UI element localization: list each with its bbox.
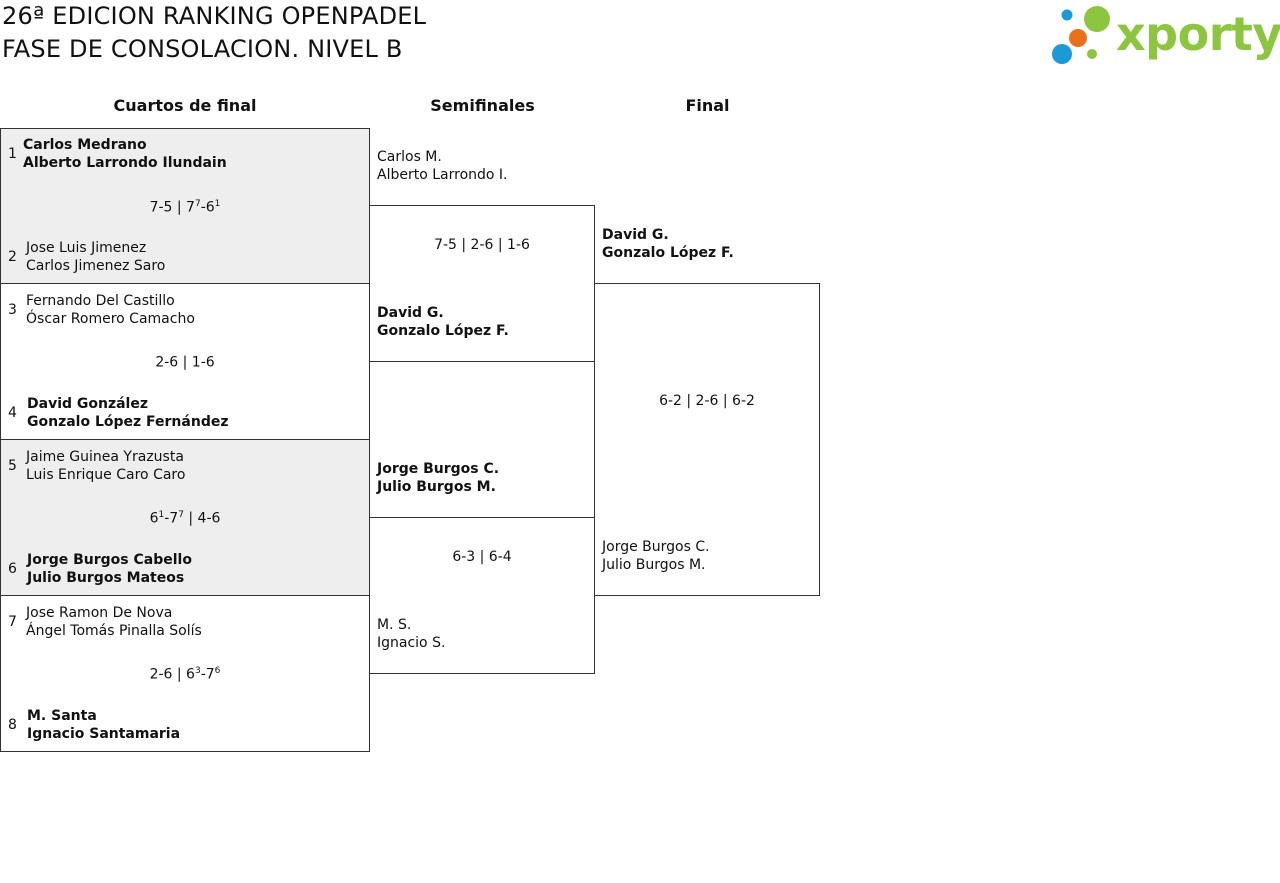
player-name: Jorge Burgos Cabello — [27, 552, 192, 568]
xporty-logo-dots-icon — [1052, 6, 1110, 64]
player-name: Jaime Guinea Yrazusta — [26, 449, 184, 465]
team-entry: Jose Ramon De Nova Ángel Tomás Pinalla S… — [26, 604, 202, 640]
player-name: Julio Burgos M. — [377, 479, 496, 495]
match-score: 6-2 | 2-6 | 6-2 — [659, 393, 755, 409]
player-name: Gonzalo López F. — [377, 323, 509, 339]
semifinal-1-team-a: Carlos M. Alberto Larrondo I. — [377, 148, 507, 184]
player-name: Ángel Tomás Pinalla Solís — [26, 623, 202, 639]
seed-number: 5 — [8, 458, 17, 474]
team-entry: Jorge Burgos Cabello Julio Burgos Mateos — [27, 551, 192, 587]
player-name: Julio Burgos M. — [602, 557, 706, 573]
semifinal-2-team-a: Jorge Burgos C. Julio Burgos M. — [377, 460, 499, 496]
match-score: 7-5 | 2-6 | 1-6 — [434, 237, 530, 253]
seed-number: 1 — [8, 146, 17, 162]
player-name: Ignacio S. — [377, 635, 446, 651]
player-name: Luis Enrique Caro Caro — [26, 467, 186, 483]
player-name: Julio Burgos Mateos — [27, 570, 185, 586]
seed-number: 3 — [8, 302, 17, 318]
quarterfinal-match-3: 5 Jaime Guinea Yrazusta Luis Enrique Car… — [0, 439, 370, 596]
quarterfinal-match-4: 7 Jose Ramon De Nova Ángel Tomás Pinalla… — [0, 595, 370, 752]
player-name: Alberto Larrondo Ilundain — [23, 155, 227, 171]
round-heading-semifinals: Semifinales — [430, 96, 535, 115]
player-name: Carlos Jimenez Saro — [26, 258, 166, 274]
player-name: Gonzalo López Fernández — [27, 414, 229, 430]
player-name: David G. — [602, 227, 669, 243]
quarterfinal-match-2: 3 Fernando Del Castillo Óscar Romero Cam… — [0, 283, 370, 440]
semifinal-1-team-b: David G. Gonzalo López F. — [377, 304, 509, 340]
team-entry: David González Gonzalo López Fernández — [27, 395, 228, 431]
player-name: Jorge Burgos C. — [602, 539, 710, 555]
team-entry: M. Santa Ignacio Santamaria — [27, 707, 180, 743]
semifinal-match-2: 6-3 | 6-4 M. S. Ignacio S. — [369, 517, 595, 674]
player-name: Jorge Burgos C. — [377, 461, 500, 477]
seed-number: 8 — [8, 717, 17, 733]
xporty-logo-text: xporty — [1116, 7, 1280, 61]
player-name: Jose Luis Jimenez — [26, 240, 147, 256]
final-match: 6-2 | 2-6 | 6-2 Jorge Burgos C. Julio Bu… — [594, 283, 820, 596]
player-name: David González — [27, 396, 149, 412]
seed-number: 2 — [8, 249, 17, 265]
player-name: Ignacio Santamaria — [27, 726, 181, 742]
quarterfinal-match-1: 1 Carlos Medrano Alberto Larrondo Ilunda… — [0, 128, 370, 284]
player-name: M. S. — [377, 617, 412, 633]
seed-number: 7 — [8, 614, 17, 630]
team-entry: Jaime Guinea Yrazusta Luis Enrique Caro … — [26, 448, 185, 484]
xporty-logo: xporty — [1052, 4, 1280, 66]
final-team-a: David G. Gonzalo López F. — [602, 226, 734, 262]
match-score: 61-77 | 4-6 — [149, 510, 221, 527]
page-title-line-1: 26ª EDICION RANKING OPENPADEL — [2, 2, 427, 30]
semifinal-match-1: 7-5 | 2-6 | 1-6 David G. Gonzalo López F… — [369, 205, 595, 362]
match-score: 2-6 | 1-6 — [155, 354, 215, 371]
player-name: Óscar Romero Camacho — [26, 311, 195, 327]
player-name: Alberto Larrondo I. — [377, 167, 508, 183]
player-name: Carlos Medrano — [23, 137, 147, 153]
seed-number: 4 — [8, 405, 17, 421]
player-name: David G. — [377, 305, 444, 321]
team-entry: Jose Luis Jimenez Carlos Jimenez Saro — [26, 239, 165, 275]
match-score: 2-6 | 63-76 — [149, 666, 221, 683]
player-name: Gonzalo López F. — [602, 245, 734, 261]
round-heading-quarterfinals: Cuartos de final — [113, 96, 257, 115]
player-name: Fernando Del Castillo — [26, 293, 175, 309]
team-entry: Carlos Medrano Alberto Larrondo Ilundain — [23, 136, 227, 172]
player-name: Jose Ramon De Nova — [26, 605, 173, 621]
final-team-b: Jorge Burgos C. Julio Burgos M. — [602, 538, 710, 574]
seed-number: 6 — [8, 561, 17, 577]
semifinal-2-team-b: M. S. Ignacio S. — [377, 616, 445, 652]
page-title-line-2: FASE DE CONSOLACION. NIVEL B — [2, 35, 403, 63]
player-name: M. Santa — [27, 708, 97, 724]
round-heading-final: Final — [685, 96, 730, 115]
match-score: 6-3 | 6-4 — [452, 549, 512, 565]
team-entry: Fernando Del Castillo Óscar Romero Camac… — [26, 292, 195, 328]
match-score: 7-5 | 77-61 — [149, 199, 221, 216]
player-name: Carlos M. — [377, 149, 442, 165]
